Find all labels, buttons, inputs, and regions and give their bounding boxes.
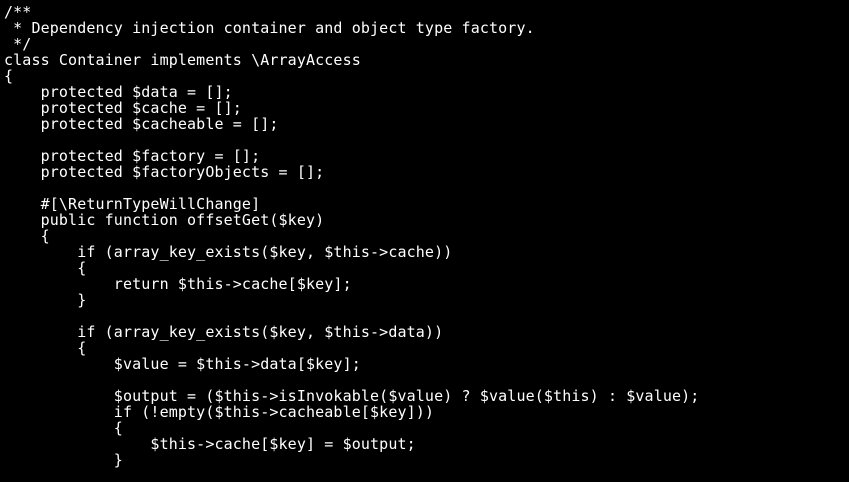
code-line: return $this->cache[$key]; bbox=[4, 275, 352, 293]
code-line: $value = $this->data[$key]; bbox=[4, 355, 361, 373]
code-line: protected $data = []; bbox=[4, 83, 233, 101]
code-line bbox=[4, 308, 849, 324]
code-line: protected $cacheable = []; bbox=[4, 115, 279, 133]
code-line bbox=[4, 180, 849, 196]
code-line: public function offsetGet($key) bbox=[4, 211, 325, 229]
code-line: protected $factoryObjects = []; bbox=[4, 163, 325, 181]
code-line: { bbox=[4, 419, 123, 437]
code-line: protected $cache = []; bbox=[4, 99, 242, 117]
code-line: $this->cache[$key] = $output; bbox=[4, 435, 416, 453]
code-line bbox=[4, 132, 849, 148]
code-line: { bbox=[4, 259, 87, 277]
code-line: if (!empty($this->cacheable[$key])) bbox=[4, 403, 435, 421]
code-line: */ bbox=[4, 35, 32, 53]
code-editor[interactable]: /** * Dependency injection container and… bbox=[4, 4, 849, 482]
code-line bbox=[4, 372, 849, 388]
code-line: if (array_key_exists($key, $this->data)) bbox=[4, 323, 444, 341]
code-line: class Container implements \ArrayAccess bbox=[4, 51, 361, 69]
code-line: $output = ($this->isInvokable($value) ? … bbox=[4, 387, 700, 405]
code-line: } bbox=[4, 451, 123, 469]
code-line: #[\ReturnTypeWillChange] bbox=[4, 195, 261, 213]
code-line: { bbox=[4, 67, 14, 85]
code-line: if (array_key_exists($key, $this->cache)… bbox=[4, 243, 453, 261]
code-line: { bbox=[4, 227, 50, 245]
code-line: * Dependency injection container and obj… bbox=[4, 19, 535, 37]
code-line: protected $factory = []; bbox=[4, 147, 261, 165]
code-line: /** bbox=[4, 4, 32, 21]
code-line: } bbox=[4, 291, 87, 309]
code-line: { bbox=[4, 339, 87, 357]
